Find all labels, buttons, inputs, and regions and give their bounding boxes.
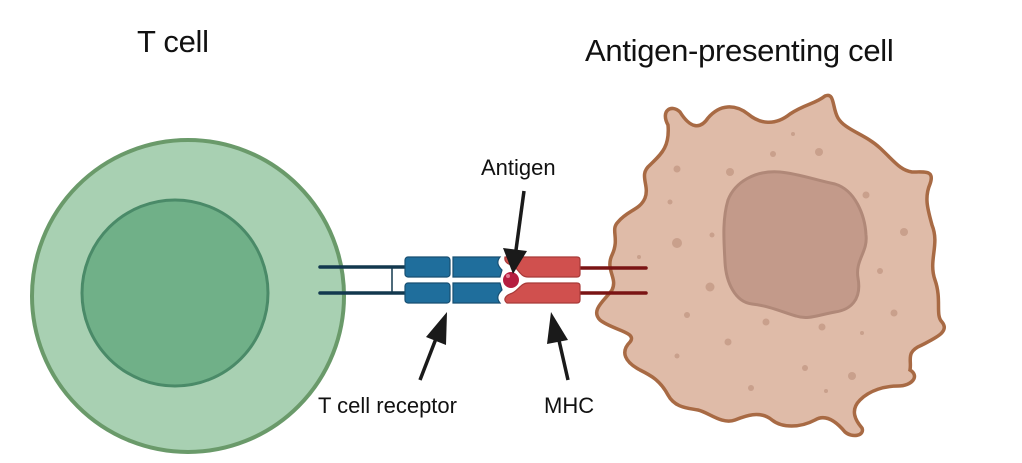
tcr-alpha-constant bbox=[404, 256, 451, 278]
mhc-arrow bbox=[547, 312, 570, 381]
antigen-presenting-cell bbox=[594, 93, 946, 438]
mhc-anchor-lines bbox=[578, 266, 648, 295]
antigen-label: Antigen bbox=[481, 155, 556, 180]
apc-nucleus bbox=[722, 170, 868, 319]
t-cell-receptor bbox=[404, 256, 503, 304]
apc-granules bbox=[637, 132, 908, 393]
t-cell bbox=[30, 138, 346, 454]
tcr-label: T cell receptor bbox=[318, 393, 457, 418]
mhc-label: MHC bbox=[544, 393, 595, 418]
apc-title: Antigen-presenting cell bbox=[585, 33, 894, 68]
tcr-beta-constant bbox=[404, 282, 451, 304]
tcr-arrow bbox=[418, 312, 447, 381]
antigen-arrow bbox=[503, 190, 527, 274]
t-cell-nucleus bbox=[80, 198, 270, 388]
t-cell-title: T cell bbox=[137, 24, 209, 59]
pointer-arrows bbox=[418, 190, 570, 381]
mhc-lower-domain bbox=[504, 282, 581, 304]
tcr-alpha-variable bbox=[452, 256, 503, 278]
mhc-molecule bbox=[504, 256, 581, 304]
tcr-beta-variable bbox=[452, 282, 503, 304]
antigen bbox=[501, 270, 521, 290]
tcr-anchor-lines bbox=[318, 265, 407, 295]
antigen-peptide bbox=[501, 270, 521, 290]
